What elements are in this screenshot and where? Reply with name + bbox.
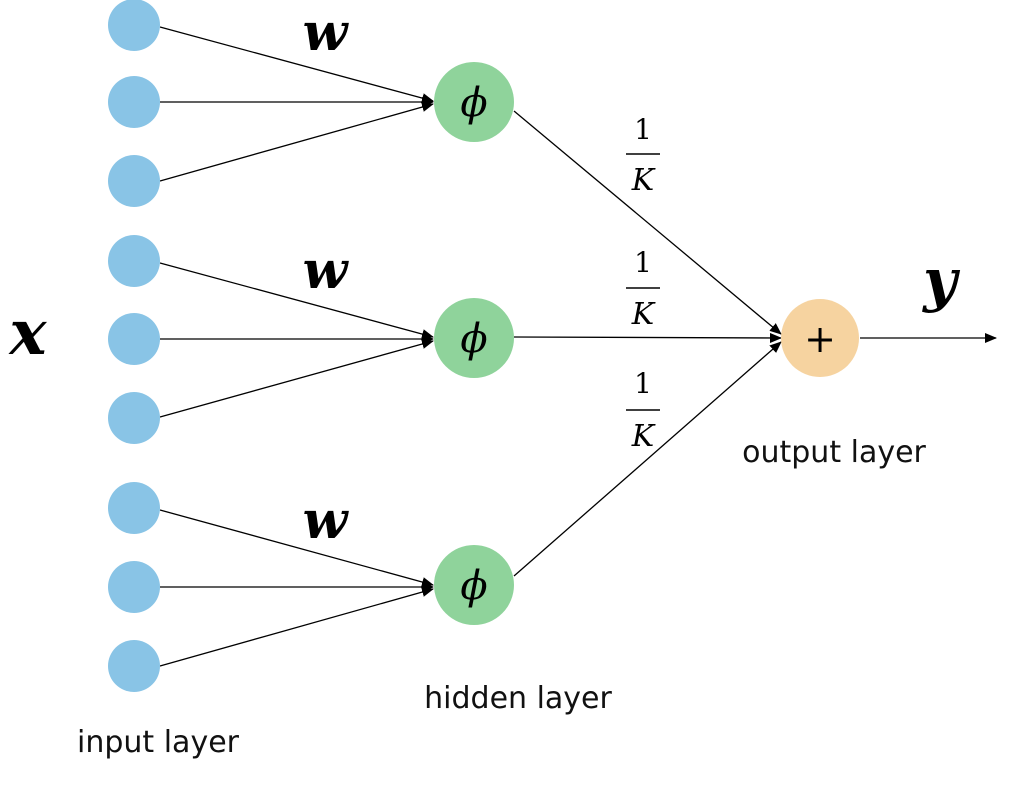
edge	[159, 26, 434, 103]
input-symbol: x	[8, 296, 48, 369]
hidden-layer-label: hidden layer	[424, 681, 612, 716]
input-node	[108, 392, 160, 444]
output-layer-label: output layer	[742, 435, 926, 470]
edge-weight-fraction: 1 K	[626, 113, 660, 198]
hidden-node: ϕ	[434, 62, 514, 142]
activation-symbol: ϕ	[460, 563, 487, 609]
hidden-node: ϕ	[434, 298, 514, 378]
input-node	[108, 155, 160, 207]
input-node	[108, 561, 160, 613]
edges-input-to-hidden-2	[159, 262, 434, 418]
edge	[159, 509, 434, 587]
edge-weight-fraction: 1 K	[626, 367, 660, 454]
fraction-denominator: K	[631, 163, 656, 198]
input-node	[108, 235, 160, 287]
edge	[159, 587, 434, 667]
fraction-numerator: 1	[634, 367, 652, 400]
input-node	[108, 482, 160, 534]
activation-symbol: ϕ	[460, 316, 487, 362]
edge	[159, 102, 434, 182]
input-node	[108, 76, 160, 128]
hidden-node: ϕ	[434, 545, 514, 625]
edges-hidden-to-output	[513, 110, 782, 577]
hidden-nodes: ϕ ϕ ϕ	[434, 62, 514, 625]
fraction-numerator: 1	[634, 113, 652, 146]
output-node: +	[781, 299, 859, 377]
edge-weight-fraction: 1 K	[626, 246, 660, 332]
weight-label: w	[303, 2, 350, 63]
input-nodes	[108, 0, 160, 692]
output-symbol: y	[921, 246, 961, 314]
activation-symbol: ϕ	[460, 80, 487, 126]
edge	[159, 339, 434, 418]
edge	[513, 332, 782, 343]
input-node	[108, 640, 160, 692]
weight-label: w	[303, 490, 350, 551]
fraction-numerator: 1	[634, 246, 652, 279]
input-node	[108, 313, 160, 365]
weight-label: w	[303, 240, 350, 301]
edge	[159, 262, 434, 339]
fraction-denominator: K	[631, 419, 656, 454]
output-operator: +	[804, 317, 836, 361]
input-layer-label: input layer	[77, 725, 240, 760]
fraction-denominator: K	[631, 297, 656, 332]
edges-input-to-hidden-1	[159, 26, 434, 182]
edge	[513, 341, 782, 577]
edge	[513, 110, 782, 335]
input-node	[108, 0, 160, 51]
edges-input-to-hidden-3	[159, 509, 434, 667]
